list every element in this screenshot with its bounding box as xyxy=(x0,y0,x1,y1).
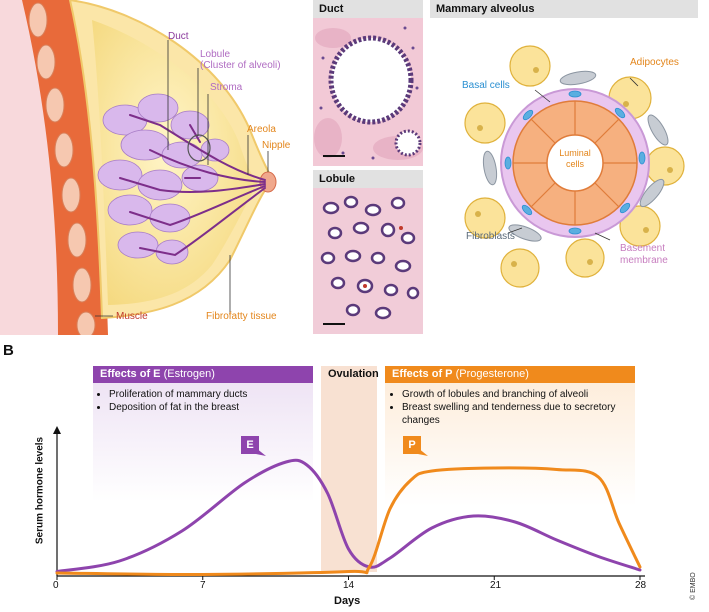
lobule-highlight xyxy=(187,134,211,162)
estrogen-tag-pointer xyxy=(256,448,266,456)
label-stroma: Stroma xyxy=(210,82,243,93)
x-tick-label: 28 xyxy=(635,580,647,591)
lobule-histology-image xyxy=(313,188,423,334)
x-tick-label: 21 xyxy=(490,580,502,591)
label-nipple: Nipple xyxy=(262,140,291,151)
hormone-chart xyxy=(53,426,645,580)
lobules-cluster xyxy=(97,93,230,265)
progesterone-box-header: Effects of P (Progesterone) xyxy=(385,366,635,383)
estrogen-effects-list: Proliferation of mammary ducts Depositio… xyxy=(97,388,321,414)
label-fibrofatty: Fibrofatty tissue xyxy=(206,311,277,322)
estrogen-box-header: Effects of E (Estrogen) xyxy=(93,366,313,383)
progesterone-tag: P xyxy=(403,436,421,454)
duct-histology-image xyxy=(313,18,423,166)
label-basal-cells: Basal cells xyxy=(462,80,510,91)
x-tick-label: 14 xyxy=(343,580,355,591)
label-fibroblasts: Fibroblasts xyxy=(466,231,515,242)
copyright-note: © EMBO xyxy=(690,572,697,600)
estrogen-region xyxy=(93,366,313,502)
duct-branches xyxy=(119,114,266,257)
ovulation-region xyxy=(321,366,377,572)
label-lobule: Lobule xyxy=(200,49,231,60)
y-axis-arrow xyxy=(53,426,61,434)
estrogen-tag: E xyxy=(241,436,259,454)
x-tick-label: 0 xyxy=(53,580,59,591)
duct-histology-header: Duct xyxy=(313,0,423,18)
label-muscle: Muscle xyxy=(116,311,148,322)
progesterone-effects-list: Growth of lobules and branching of alveo… xyxy=(390,388,642,427)
alveolus-illustration xyxy=(464,45,685,288)
progesterone-effect-item: Growth of lobules and branching of alveo… xyxy=(402,388,642,401)
x-tick-label: 7 xyxy=(200,580,206,591)
label-areola: Areola xyxy=(247,124,276,135)
basal-cells xyxy=(504,90,646,235)
estrogen-effect-item: Proliferation of mammary ducts xyxy=(109,388,321,401)
lumen xyxy=(546,134,604,192)
label-basement-membrane: Basement membrane xyxy=(620,243,668,266)
label-lobule-sub: (Cluster of alveoli) xyxy=(200,60,281,71)
breast-illustration xyxy=(0,0,277,335)
progesterone-tag-pointer xyxy=(418,448,428,456)
estrogen-effect-item: Deposition of fat in the breast xyxy=(109,401,321,414)
label-duct: Duct xyxy=(168,31,189,42)
label-adipocytes: Adipocytes xyxy=(630,57,679,68)
lobule-histology-header: Lobule xyxy=(313,170,423,188)
progesterone-region xyxy=(385,366,635,506)
panel-b-letter: B xyxy=(3,342,14,359)
y-axis-label: Serum hormone levels xyxy=(34,436,46,545)
progesterone-effect-item: Breast swelling and tenderness due to se… xyxy=(402,401,642,427)
series-line-e xyxy=(55,458,642,573)
x-axis-label: Days xyxy=(334,595,361,607)
fibroblasts xyxy=(482,70,669,242)
label-luminal-cells: Luminal cells xyxy=(559,148,591,169)
ovulation-box-header: Ovulation xyxy=(328,368,379,380)
alveolus-header: Mammary alveolus xyxy=(430,0,698,18)
series-line-p xyxy=(55,466,642,577)
adipocytes xyxy=(464,45,685,288)
